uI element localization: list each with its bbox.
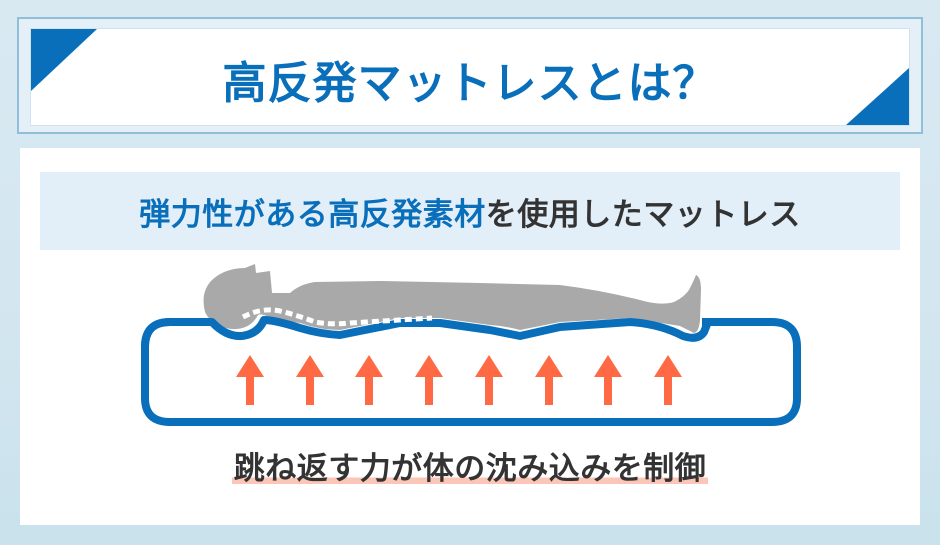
arrow-up-icon [236, 355, 264, 405]
caption: 跳ね返す力が体の沈み込みを制御 [20, 450, 920, 488]
arrow-up-icon [654, 355, 682, 405]
corner-triangle-bottom-right-icon [846, 68, 909, 125]
arrow-up-icon [594, 355, 622, 405]
mattress-surface-wave [141, 316, 776, 351]
subtitle-band: 弾力性がある高反発素材を使用したマットレス [40, 172, 900, 250]
arrow-up-icon [415, 355, 443, 405]
arrow-up-icon [296, 355, 324, 405]
title-banner-inner: 高反発マットレスとは？ [30, 28, 910, 126]
subtitle-rest: を使用したマットレス [485, 196, 801, 233]
content-panel: 弾力性がある高反発素材を使用したマットレス 跳ね返す力が体の沈み込みを制御 [20, 148, 920, 525]
upward-arrows [236, 355, 682, 405]
person-body-icon [203, 264, 701, 333]
title-banner: 高反発マットレスとは？ [17, 17, 923, 134]
page-title: 高反発マットレスとは？ [222, 58, 718, 109]
spine-dotted-icon [241, 307, 433, 327]
arrow-up-icon [535, 355, 563, 405]
caption-text: 跳ね返す力が体の沈み込みを制御 [231, 450, 709, 488]
corner-triangle-top-left-icon [31, 29, 97, 91]
subtitle-highlight: 弾力性がある高反発素材 [139, 196, 486, 233]
arrow-up-icon [475, 355, 503, 405]
arrow-up-icon [355, 355, 383, 405]
mattress-illustration [141, 264, 801, 426]
